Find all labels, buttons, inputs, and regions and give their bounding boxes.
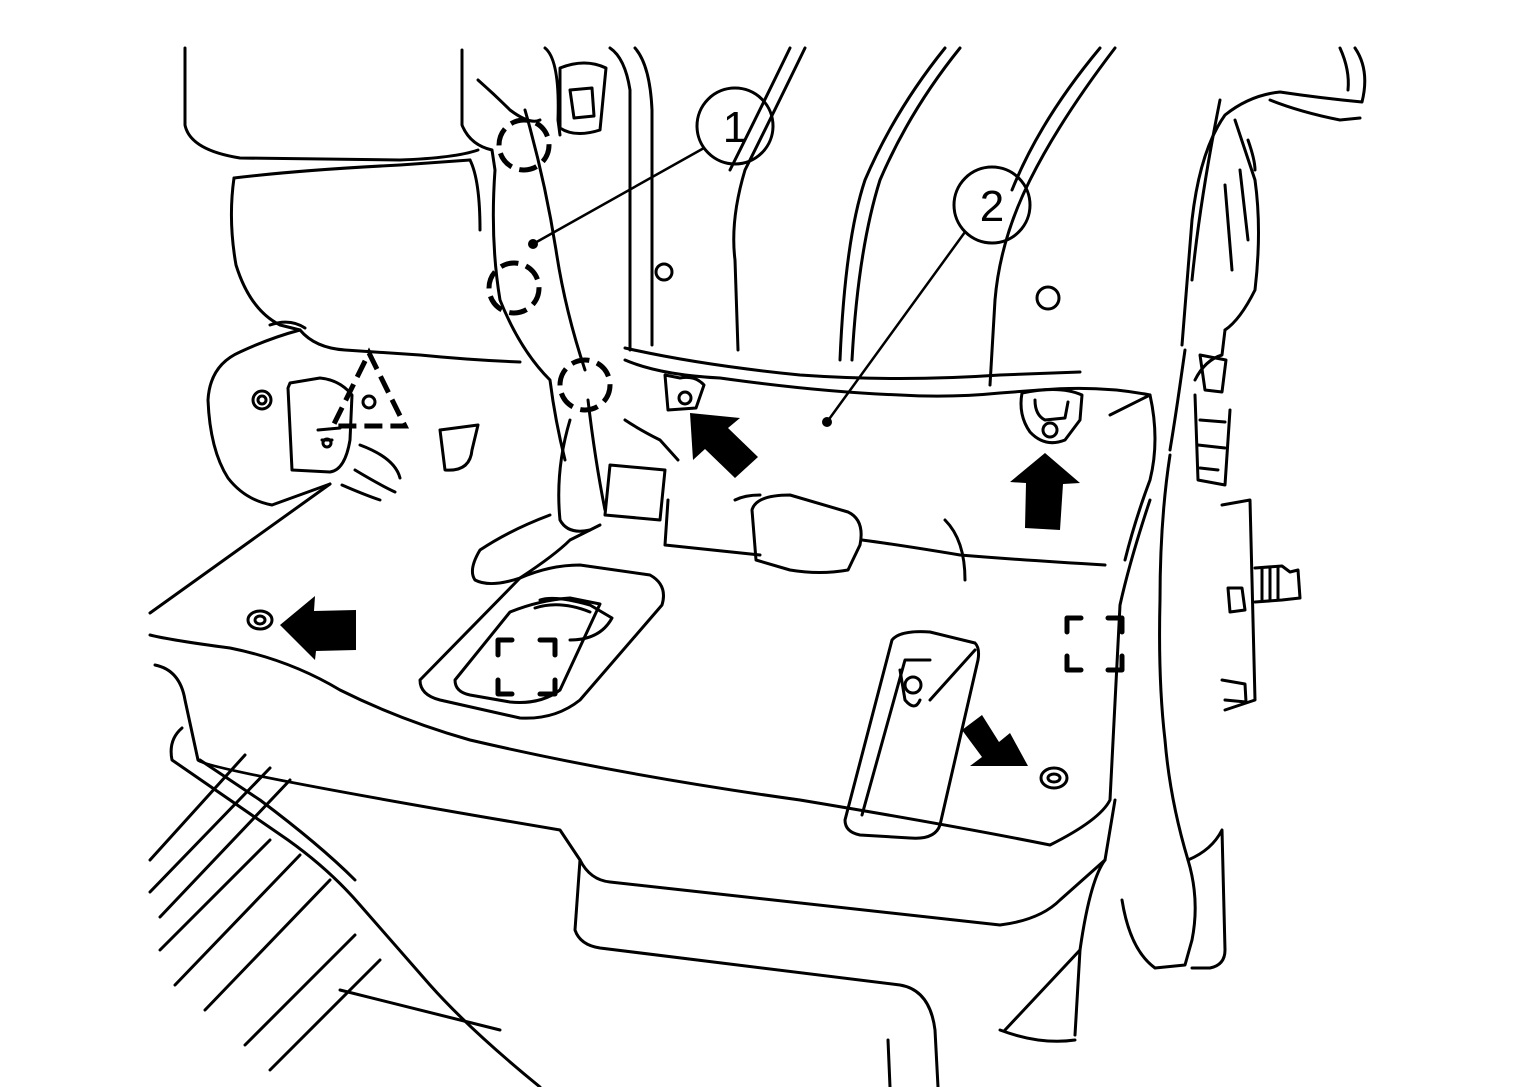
pawl-symbol [328, 347, 410, 429]
floor-opening-left [418, 563, 665, 720]
screw-right [1039, 766, 1069, 790]
arrow-down-right [962, 715, 1028, 766]
arrow-up [1010, 453, 1080, 530]
arrow-left [280, 596, 356, 660]
clip-symbol-2 [486, 260, 542, 316]
callout-2: 2 [825, 165, 1032, 424]
floor-recess-right [843, 630, 981, 840]
side-trim-panel [206, 320, 522, 507]
arrow-up-left [690, 413, 758, 478]
seat-cushion [603, 346, 1157, 582]
callout-2-label: 2 [980, 182, 1004, 231]
rear-floor-lines [148, 726, 1077, 1087]
seat-back [183, 46, 480, 332]
metal-clip-symbol-2 [1064, 615, 1125, 673]
pillar-lower-trim [470, 513, 602, 585]
screw-left [246, 609, 274, 631]
luggage-floor-trim [148, 482, 1152, 1087]
callout-1: 1 [531, 86, 775, 246]
door-frames [654, 46, 1117, 387]
pillar-trim [460, 46, 654, 533]
clip-symbol-1 [496, 117, 552, 173]
right-trim [1120, 46, 1367, 970]
metal-clip-symbol-1 [495, 637, 558, 697]
callout-1-label: 1 [723, 103, 747, 152]
clip-symbol-3 [557, 357, 613, 413]
